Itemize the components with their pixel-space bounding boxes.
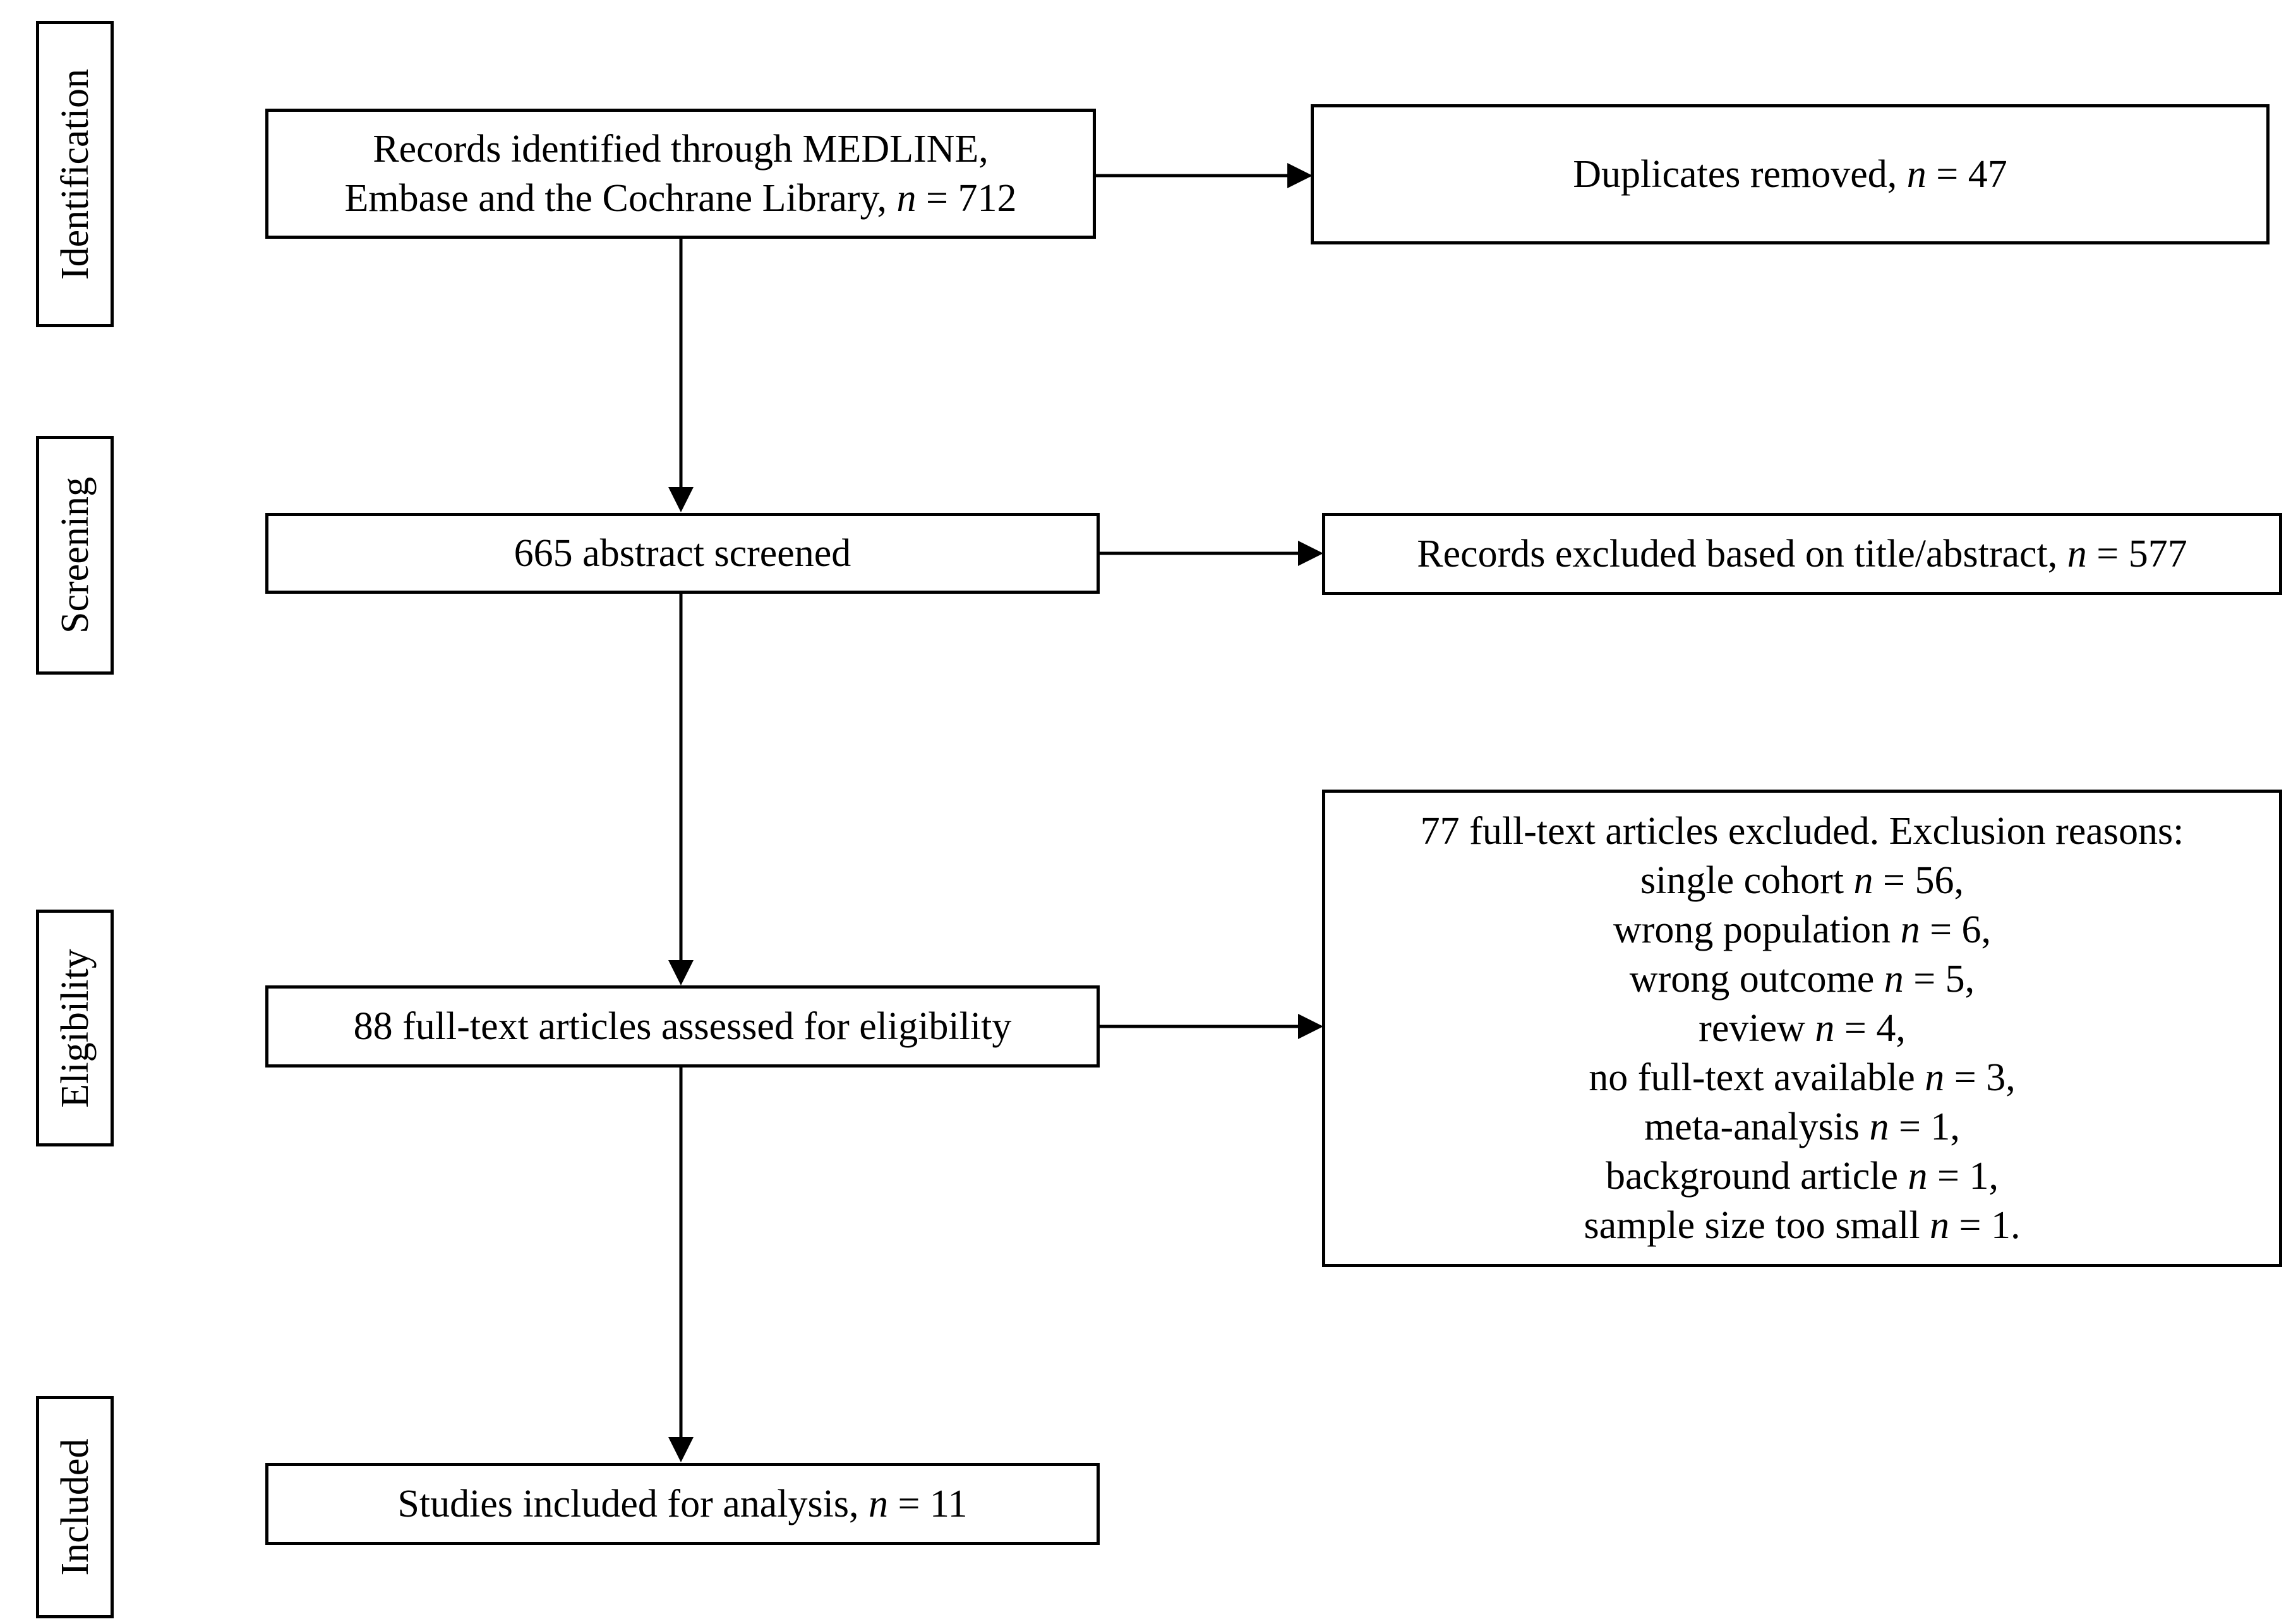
fulltext-assessed-box: 88 full-text articles assessed for eligi…	[265, 985, 1100, 1068]
duplicates-removed-text: Duplicates removed, n = 47	[1573, 153, 2007, 196]
fulltext-excluded-heading: 77 full-text articles excluded. Exclusio…	[1420, 810, 2184, 853]
records-excluded-box: Records excluded based on title/abstract…	[1322, 513, 2282, 595]
n-symbol: n	[1906, 153, 1927, 196]
n-symbol: n	[2067, 532, 2087, 575]
stage-eligibility: Eligibility	[36, 910, 114, 1146]
studies-included-box: Studies included for analysis, n = 11	[265, 1463, 1100, 1545]
abstract-screened-text: 665 abstract screened	[514, 532, 851, 575]
exclusion-reason: no full-text available n = 3,	[1589, 1056, 2016, 1099]
exclusion-reason: sample size too small n = 1.	[1584, 1204, 2021, 1247]
duplicates-removed-box: Duplicates removed, n = 47	[1311, 104, 2270, 244]
records-identified-line2: Embase and the Cochrane Library, n = 712	[344, 177, 1017, 220]
stage-included: Included	[36, 1396, 114, 1618]
exclusion-reason: wrong outcome n = 5,	[1629, 958, 1975, 1001]
n-symbol: n	[868, 1483, 888, 1525]
exclusion-reason: wrong population n = 6,	[1613, 908, 1992, 951]
exclusion-reason: background article n = 1,	[1605, 1155, 1999, 1198]
stage-identification: Identification	[36, 21, 114, 327]
fulltext-assessed-text: 88 full-text articles assessed for eligi…	[353, 1005, 1012, 1048]
exclusion-reason: meta-analysis n = 1,	[1644, 1105, 1960, 1148]
n-symbol: n	[896, 177, 917, 220]
exclusion-reason: review n = 4,	[1699, 1007, 1906, 1050]
exclusion-reason: single cohort n = 56,	[1640, 859, 1964, 902]
records-identified-line1: Records identified through MEDLINE,	[373, 128, 989, 171]
studies-included-text: Studies included for analysis, n = 11	[397, 1483, 968, 1525]
stage-screening: Screening	[36, 436, 114, 675]
records-identified-box: Records identified through MEDLINE, Emba…	[265, 109, 1096, 239]
fulltext-excluded-box: 77 full-text articles excluded. Exclusio…	[1322, 790, 2282, 1267]
abstract-screened-box: 665 abstract screened	[265, 513, 1100, 594]
records-excluded-text: Records excluded based on title/abstract…	[1417, 532, 2187, 575]
